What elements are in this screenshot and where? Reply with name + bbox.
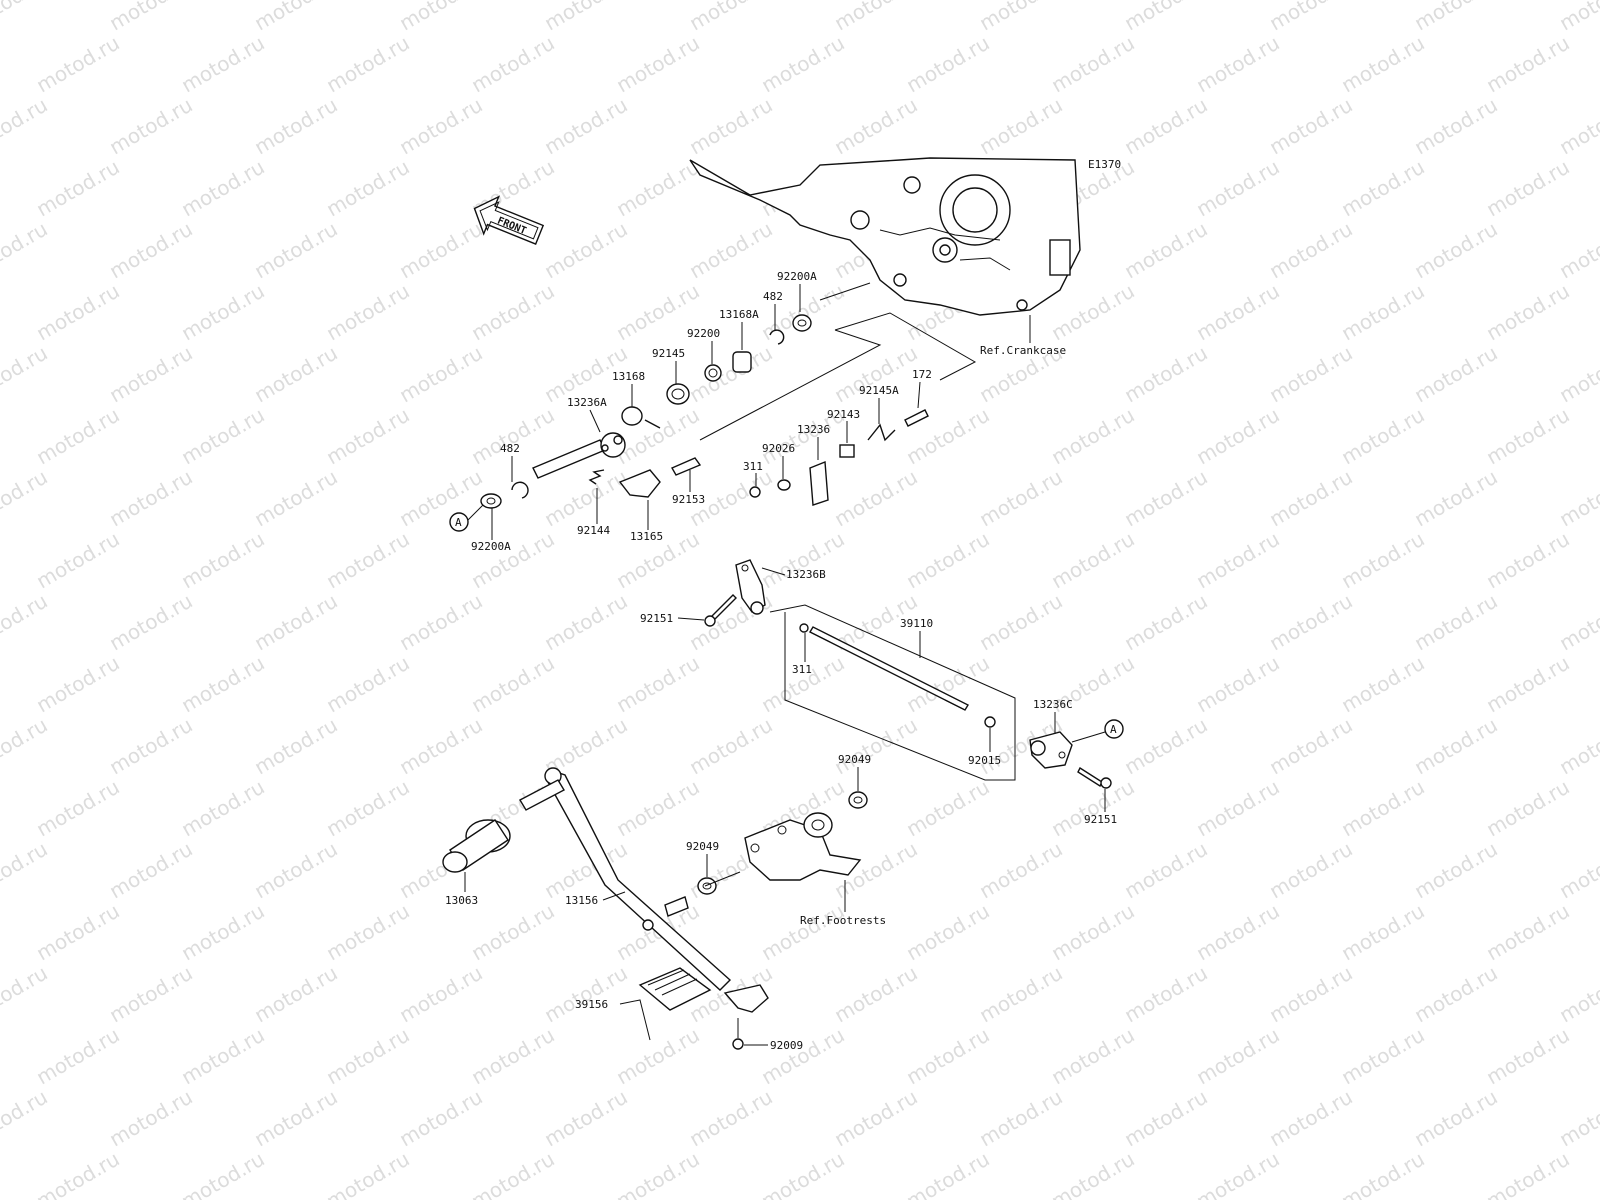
collar-13168A bbox=[732, 351, 752, 373]
washer-92200A-left bbox=[480, 493, 502, 509]
label-311-mid: 311 bbox=[792, 663, 812, 676]
marker-a-right: A bbox=[1104, 719, 1124, 739]
spring-92145A bbox=[867, 423, 896, 442]
label-13168A: 13168A bbox=[719, 308, 759, 321]
label-92153: 92153 bbox=[672, 493, 705, 506]
pedal-pad-39156 bbox=[638, 967, 769, 1013]
pin-172 bbox=[904, 409, 929, 427]
bolt-92009 bbox=[732, 1038, 744, 1050]
nut-92015 bbox=[984, 716, 996, 728]
label-92200A-top: 92200A bbox=[777, 270, 817, 283]
label-13063: 13063 bbox=[445, 894, 478, 907]
label-92049-top: 92049 bbox=[838, 753, 871, 766]
shift-pedal-13156 bbox=[519, 767, 732, 991]
washer-92026 bbox=[777, 479, 791, 491]
bolt-92151-right bbox=[1077, 766, 1103, 788]
lever-13236 bbox=[809, 460, 829, 506]
svg-text:A: A bbox=[1110, 723, 1117, 736]
marker-a-left: A bbox=[449, 512, 469, 532]
shift-rod-end-13236B bbox=[735, 559, 766, 615]
label-39156: 39156 bbox=[575, 998, 608, 1011]
front-arrow-icon: FRONT bbox=[473, 195, 545, 245]
label-92009: 92009 bbox=[770, 1039, 803, 1052]
label-311-top: 311 bbox=[743, 460, 763, 473]
bolt-92153 bbox=[671, 457, 702, 476]
footrest-bracket bbox=[744, 812, 862, 881]
spring-92145 bbox=[666, 383, 690, 405]
label-92145: 92145 bbox=[652, 347, 685, 360]
label-13236: 13236 bbox=[797, 423, 830, 436]
nut-311-mid bbox=[799, 623, 809, 633]
label-92200A-left: 92200A bbox=[471, 540, 511, 553]
label-92151-right: 92151 bbox=[1084, 813, 1117, 826]
rod-39110 bbox=[809, 626, 969, 711]
ref-crankcase-label: Ref.Crankcase bbox=[980, 344, 1066, 357]
washer-92049-top bbox=[848, 791, 868, 809]
spring-92144 bbox=[588, 469, 605, 485]
label-13168: 13168 bbox=[612, 370, 645, 383]
washer-92200A-top bbox=[792, 314, 812, 332]
rubber-grip-13063 bbox=[442, 819, 511, 873]
label-13236C: 13236C bbox=[1033, 698, 1073, 711]
collar-92143 bbox=[839, 444, 855, 458]
label-92026: 92026 bbox=[762, 442, 795, 455]
shift-rod-end-13236C bbox=[1029, 731, 1073, 769]
label-92200: 92200 bbox=[687, 327, 720, 340]
washer-92200 bbox=[704, 364, 722, 382]
label-92015: 92015 bbox=[968, 754, 1001, 767]
label-172: 172 bbox=[912, 368, 932, 381]
label-92144: 92144 bbox=[577, 524, 610, 537]
plate-13165 bbox=[618, 469, 661, 498]
label-39110: 39110 bbox=[900, 617, 933, 630]
nut-311-top bbox=[749, 486, 761, 498]
label-92049-mid: 92049 bbox=[686, 840, 719, 853]
label-13236B: 13236B bbox=[786, 568, 826, 581]
label-92145A: 92145A bbox=[859, 384, 899, 397]
label-482-top: 482 bbox=[763, 290, 783, 303]
svg-text:A: A bbox=[455, 516, 462, 529]
circlip-482-left bbox=[511, 481, 529, 499]
label-92143: 92143 bbox=[827, 408, 860, 421]
crankcase-drawing bbox=[689, 157, 1081, 316]
label-13156: 13156 bbox=[565, 894, 598, 907]
label-92151-left: 92151 bbox=[640, 612, 673, 625]
circlip-482-top bbox=[769, 329, 785, 345]
label-13165: 13165 bbox=[630, 530, 663, 543]
spring-13168 bbox=[621, 406, 643, 426]
label-13236A: 13236A bbox=[567, 396, 607, 409]
shift-shaft-13236A bbox=[532, 432, 626, 479]
washer-92049-mid bbox=[697, 877, 717, 895]
label-482-left: 482 bbox=[500, 442, 520, 455]
diagram-code: E1370 bbox=[1088, 158, 1121, 171]
ref-footrests-label: Ref.Footrests bbox=[800, 914, 886, 927]
